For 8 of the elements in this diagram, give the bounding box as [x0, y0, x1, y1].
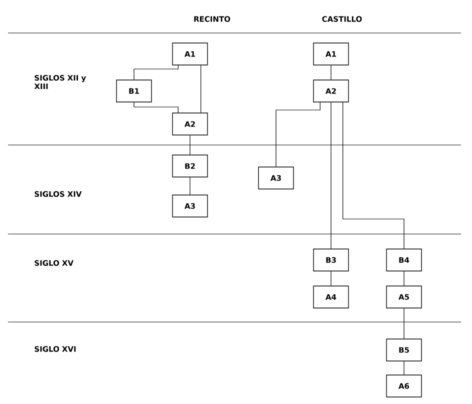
connector-line: [330, 271, 332, 286]
connector-line: [330, 65, 332, 80]
connector-line: [134, 102, 178, 113]
connector-line: [276, 102, 320, 167]
connector-line: [134, 65, 178, 80]
connector-line: [330, 102, 332, 249]
connector-line: [200, 65, 202, 113]
connector-line: [342, 102, 404, 249]
